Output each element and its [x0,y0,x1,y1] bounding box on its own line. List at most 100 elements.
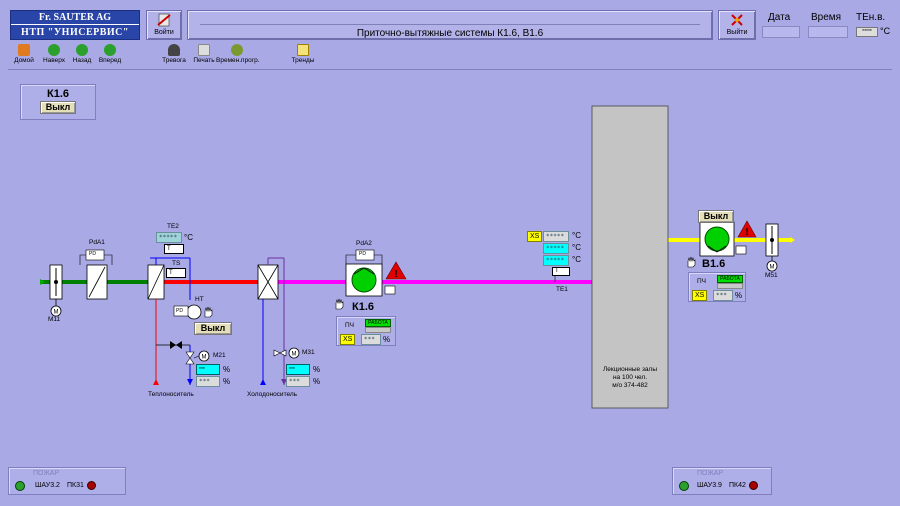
room-block [591,105,669,409]
b16-speed-unit: % [735,291,743,300]
supply-temp3-unit: °C [572,255,581,264]
m31-unit2: % [313,377,321,386]
k16-control-panel: К1.6 Выкл [20,84,96,120]
te2-label: TE2 [167,223,179,230]
k16-status-badge: РАБОТА [365,319,391,327]
heat-carrier-label: Теплоноситель [148,391,194,398]
supply-temp1-unit: °C [572,231,581,240]
b16-status-badge: РАБОТА [717,275,743,283]
m31-value: *** [286,364,310,375]
page-title: Приточно-вытяжные системы К1.6, В1.6 [356,28,544,39]
date-field [762,26,800,38]
schedule-button[interactable]: Времен.прогр. [216,44,260,64]
b16-off-button[interactable]: Выкл [698,210,734,223]
k16-status-field [365,327,391,333]
b16-xs-label: XS [692,290,708,301]
svg-text:M: M [202,355,207,361]
date-label: Дата [768,12,791,23]
b16-hand-icon[interactable] [685,256,697,268]
forward-button[interactable]: Вперед [96,44,124,64]
company-subname: НТП "УНИСЕРВИС" [21,27,129,38]
room-line1: Лекционные залы [602,366,658,373]
pda1-label: PdA1 [89,239,105,246]
supply-temp2-value: ***** [543,243,569,254]
printer-icon [198,44,210,56]
m11-label: M11 [48,316,61,323]
room-line3: м/о 374-482 [612,382,648,389]
k16-hand-icon[interactable] [333,298,345,310]
alarm-button[interactable]: Тревога [158,44,190,64]
back-label: Назад [72,57,92,64]
svg-text:!: ! [745,227,748,238]
forward-label: Вперед [98,57,122,64]
heater-coil[interactable]: M [147,257,210,385]
m31-value2: *** [286,376,310,387]
login-button[interactable]: Войти [146,10,182,40]
ts-sensor-t: T [169,270,173,276]
b16-fan-label: В1.6 [702,258,726,270]
filter-pda1[interactable] [79,249,113,300]
k16-speed-unit: % [383,335,391,344]
m21-unit2: % [223,377,231,386]
up-button[interactable]: Наверх [40,44,68,64]
circulation-pump[interactable] [173,304,202,320]
te1-sensor-t: T [555,268,559,274]
ht-label: HT [195,296,204,303]
m21-unit: % [223,365,231,374]
cooler-coil[interactable]: M [257,257,300,385]
b16-speed-value: *** [713,290,733,301]
fire-left-status-icon [87,481,96,490]
pump-pd-label: PD [176,308,183,314]
company-name: Fr. SAUTER AG [11,11,139,25]
logout-icon [731,14,743,26]
fire-right-title: ПОЖАР [697,470,724,477]
te1-label: TE1 [556,286,568,293]
m31-unit: % [313,365,321,374]
svg-text:M: M [770,265,775,271]
title-bar: Приточно-вытяжные системы К1.6, В1.6 [187,10,713,40]
svg-text:!: ! [394,269,397,280]
print-label: Печать [193,57,215,64]
ht-off-button[interactable]: Выкл [194,322,232,335]
fire-right-shau: ШАУ3.9 [697,482,722,489]
m21-label: M21 [213,352,226,359]
m21-value: *** [196,364,220,375]
supply-fan-k16[interactable]: ! [345,249,407,297]
pda1-pd-label: PD [89,251,96,257]
back-button[interactable]: Назад [68,44,96,64]
k16-speed-value: *** [361,334,381,345]
hand-icon[interactable] [202,306,214,318]
te2-value: ***** [156,232,182,243]
b16-status-field [717,283,743,289]
fire-right-ack-icon[interactable] [679,481,689,491]
home-button[interactable]: Домой [10,44,38,64]
schedule-label: Времен.прогр. [216,57,260,64]
login-label: Войти [154,29,174,36]
te1-sensor: T [552,267,570,276]
logout-button[interactable]: Выйти [718,10,756,40]
outdoor-temp-label: ТЕн.в. [856,12,886,23]
te2-sensor-t: T [167,246,171,252]
clock-icon [231,44,243,56]
print-button[interactable]: Печать [190,44,218,64]
trends-button[interactable]: Тренды [288,44,318,64]
room-description: Лекционные залы на 100 чел. м/о 374-482 [592,366,668,390]
damper-m51[interactable]: M [765,223,779,272]
k16-off-button[interactable]: Выкл [40,101,76,114]
supply-temp2-unit: °C [572,243,581,252]
te2-sensor: T [164,244,184,254]
pda2-pd-label: PD [359,251,366,257]
svg-text:M: M [292,352,297,358]
supply-xs-label: XS [527,231,543,242]
time-label: Время [811,12,842,23]
home-label: Домой [14,57,34,64]
k16-pch-label: ПЧ [345,322,355,329]
b16-pch-label: ПЧ [697,278,707,285]
login-icon [157,13,171,27]
company-logo: Fr. SAUTER AG НТП "УНИСЕРВИС" [10,10,140,40]
fire-left-ack-icon[interactable] [15,481,25,491]
k16-xs-label: XS [340,334,356,345]
damper-m11[interactable]: M [49,264,63,317]
cool-carrier-label: Холодоноситель [247,391,298,398]
